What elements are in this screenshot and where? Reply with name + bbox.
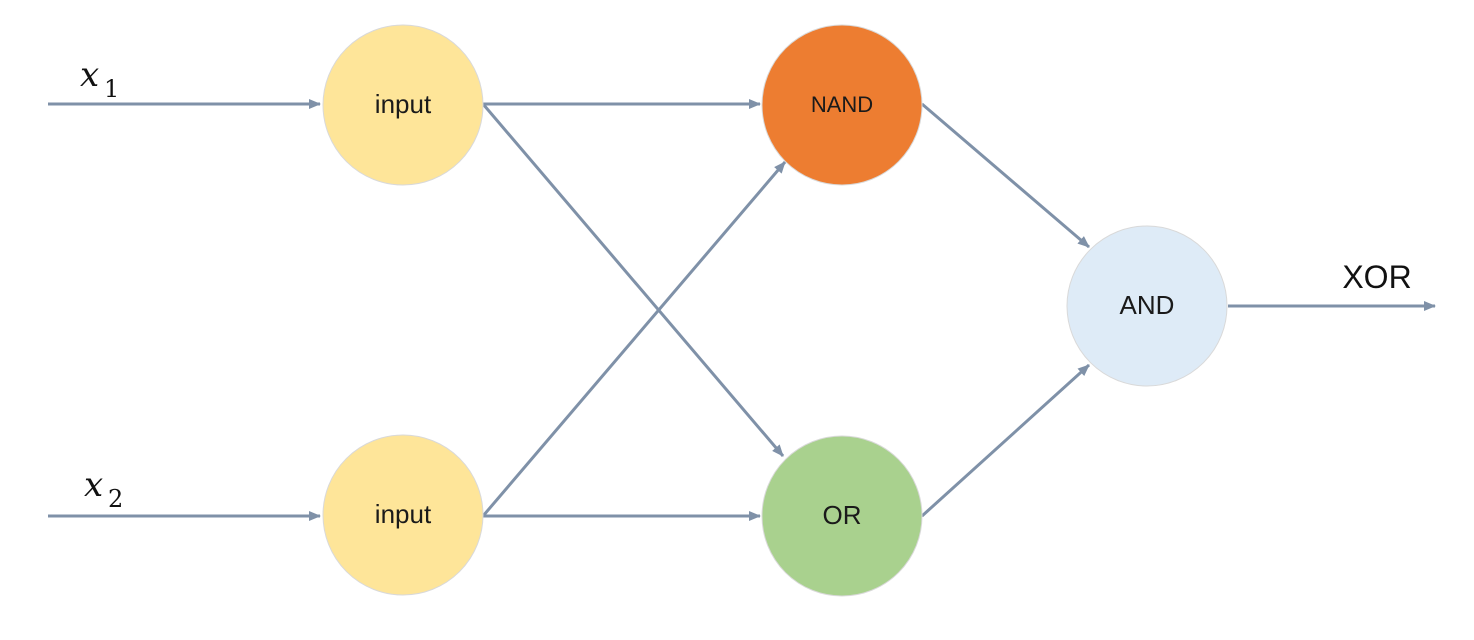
node-nand-label: NAND: [811, 92, 873, 117]
input-label-x2: x 2: [84, 465, 123, 513]
node-input-2: input: [322, 434, 484, 596]
edge-input1-to-or: [481, 103, 785, 457]
node-nand-circle: [761, 24, 923, 186]
node-input-1-circle: [322, 24, 484, 186]
node-nand: NAND: [761, 24, 923, 186]
input-var-x1: x: [80, 55, 99, 95]
output-label: XOR: [1342, 259, 1411, 295]
node-input-1-label: input: [375, 89, 432, 119]
node-input-2-label: input: [375, 499, 432, 529]
input-label-x1: x 1: [80, 55, 119, 103]
node-and-circle: [1066, 225, 1228, 387]
input-var-x2: x: [84, 465, 103, 505]
node-input-1: input: [322, 24, 484, 186]
input-sub-x2: 2: [108, 485, 123, 513]
input-sub-x1: 1: [104, 75, 119, 103]
node-input-2-circle: [322, 434, 484, 596]
edge-input2-to-nand: [481, 161, 787, 517]
edge-nand-to-and: [921, 102, 1090, 249]
node-or-circle: [761, 435, 923, 597]
node-and: AND: [1066, 225, 1228, 387]
node-or-label: OR: [823, 500, 862, 530]
node-or: OR: [761, 435, 923, 597]
node-and-label: AND: [1120, 290, 1175, 320]
edge-or-to-and: [920, 363, 1091, 518]
